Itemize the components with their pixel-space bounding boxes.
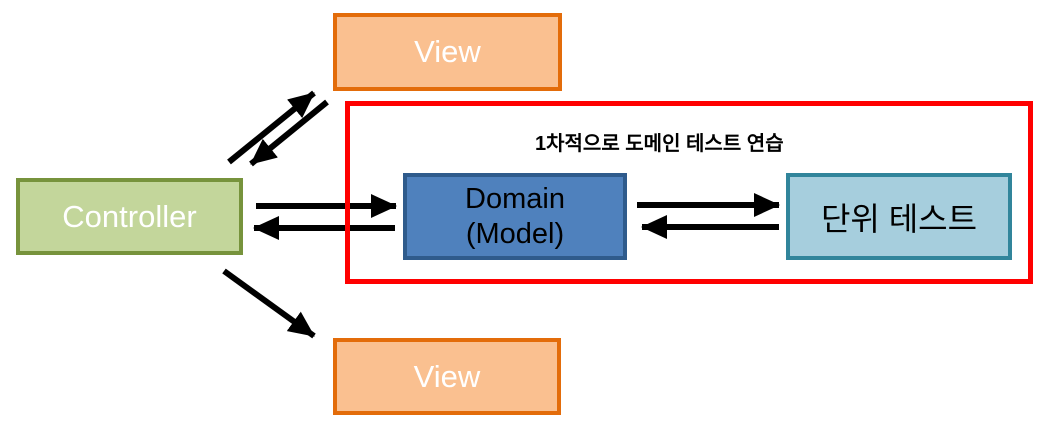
node-domain-label: Domain (Model) <box>465 182 565 252</box>
node-controller-label: Controller <box>62 198 197 234</box>
arrow-controller-to-view-top <box>227 90 316 165</box>
annotation-label: 1차적으로 도메인 테스트 연습 <box>535 133 784 155</box>
node-controller: Controller <box>16 178 243 255</box>
node-domain-model: Domain (Model) <box>403 173 627 260</box>
node-view-top: View <box>333 13 562 91</box>
node-view-top-label: View <box>414 34 481 69</box>
node-view-bottom: View <box>333 338 561 415</box>
arrow-view-top-to-controller <box>249 99 329 167</box>
node-view-bottom-label: View <box>413 358 481 394</box>
node-domain-label-line1: Domain <box>465 182 565 215</box>
arrow-controller-to-view-bottom <box>222 268 316 339</box>
node-unit-test: 단위 테스트 <box>786 173 1012 260</box>
node-unit-test-label: 단위 테스트 <box>820 200 978 237</box>
node-domain-label-line2: (Model) <box>465 217 565 250</box>
